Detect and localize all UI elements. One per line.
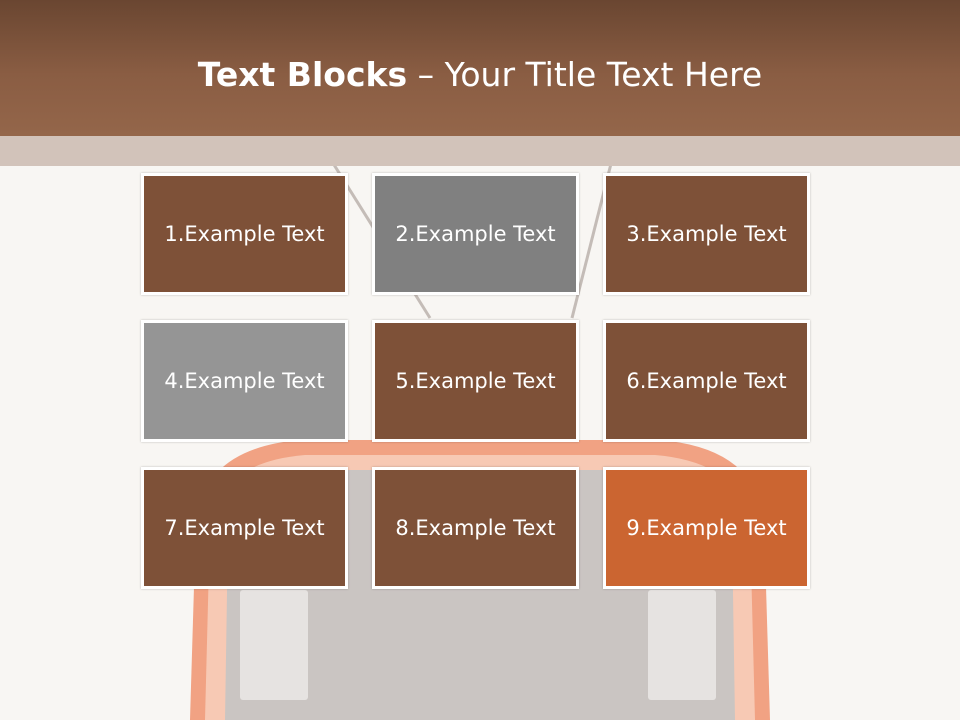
text-block-3[interactable]: 3.Example Text: [603, 173, 810, 295]
text-block-2[interactable]: 2.Example Text: [372, 173, 579, 295]
text-block-label: 8.Example Text: [395, 516, 556, 540]
text-block-label: 1.Example Text: [164, 222, 325, 246]
title-dash: –: [417, 55, 435, 94]
title-rest: Your Title Text Here: [444, 55, 763, 94]
text-block-label: 2.Example Text: [395, 222, 556, 246]
title-bold: Text Blocks: [197, 55, 408, 94]
text-block-label: 9.Example Text: [626, 516, 787, 540]
text-block-label: 3.Example Text: [626, 222, 787, 246]
text-block-5[interactable]: 5.Example Text: [372, 320, 579, 442]
text-block-7[interactable]: 7.Example Text: [141, 467, 348, 589]
text-block-8[interactable]: 8.Example Text: [372, 467, 579, 589]
text-block-label: 7.Example Text: [164, 516, 325, 540]
text-block-1[interactable]: 1.Example Text: [141, 173, 348, 295]
title-bar-band: [0, 136, 960, 166]
title-bar: [0, 0, 960, 136]
text-block-label: 6.Example Text: [626, 369, 787, 393]
text-block-9[interactable]: 9.Example Text: [603, 467, 810, 589]
text-block-label: 4.Example Text: [164, 369, 325, 393]
text-block-label: 5.Example Text: [395, 369, 556, 393]
slide-title: Text Blocks – Your Title Text Here: [0, 52, 960, 98]
text-block-6[interactable]: 6.Example Text: [603, 320, 810, 442]
text-block-4[interactable]: 4.Example Text: [141, 320, 348, 442]
